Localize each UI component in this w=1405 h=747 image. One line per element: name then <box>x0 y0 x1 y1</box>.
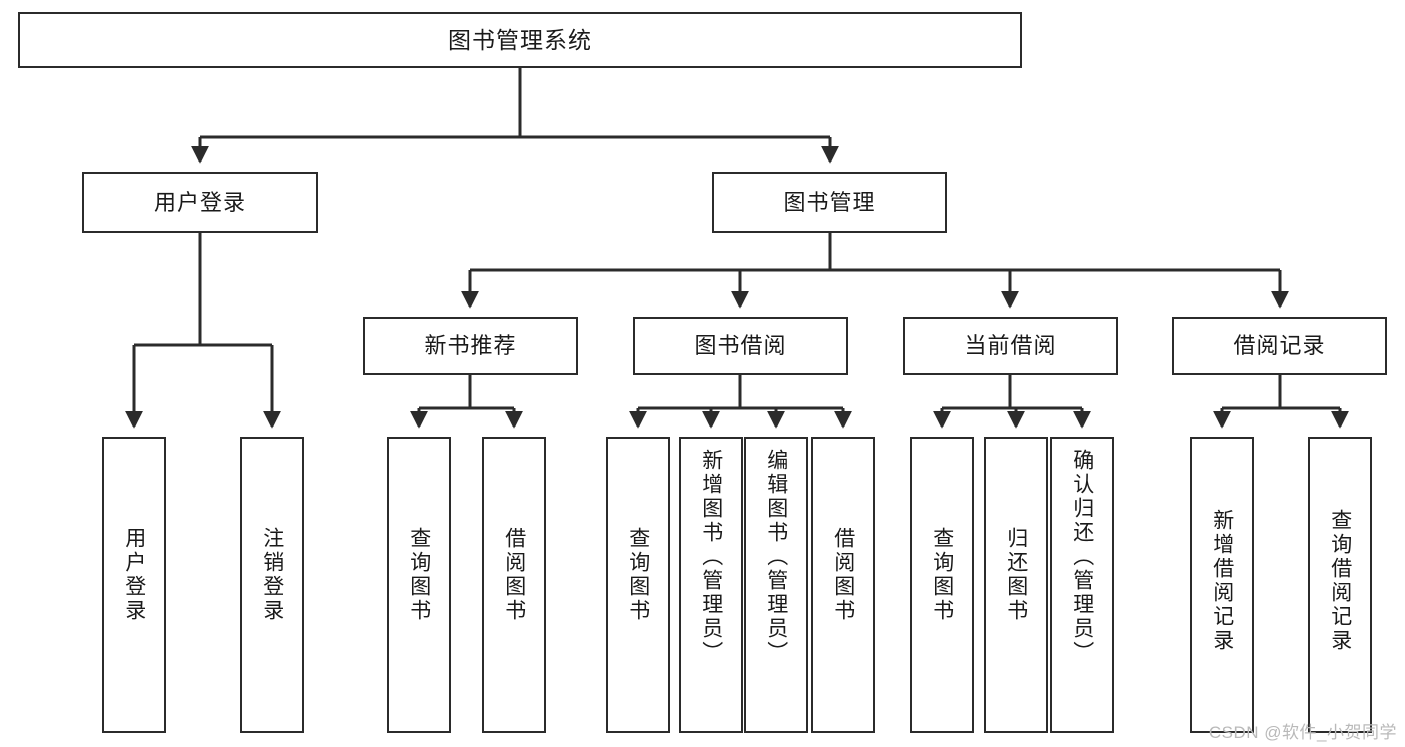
watermark: CSDN @软件_小贺同学 <box>1208 723 1397 742</box>
node-user-login[interactable]: 用户登录 <box>82 172 318 233</box>
node-current-borrow[interactable]: 当前借阅 <box>903 317 1118 375</box>
node-leaf-return-book[interactable]: 归还图书 <box>984 437 1048 733</box>
node-leaf-return-book-label: 归还图书 <box>1004 527 1028 623</box>
node-leaf-user-login-label: 用户登录 <box>122 527 146 623</box>
node-root-label: 图书管理系统 <box>448 26 592 53</box>
node-leaf-user-login[interactable]: 用户登录 <box>102 437 166 733</box>
node-leaf-edit-book-admin-label: 编辑图书（管理员） <box>764 449 788 665</box>
node-user-login-label: 用户登录 <box>153 189 246 215</box>
node-book-borrow-label: 图书借阅 <box>694 333 787 359</box>
node-leaf-query-book-1-label: 查询图书 <box>407 527 431 623</box>
node-current-borrow-label: 当前借阅 <box>964 333 1057 359</box>
node-borrow-record-label: 借阅记录 <box>1233 333 1326 359</box>
node-leaf-user-logout[interactable]: 注销登录 <box>240 437 304 733</box>
node-leaf-borrow-book-2[interactable]: 借阅图书 <box>811 437 875 733</box>
node-leaf-confirm-return-admin-label: 确认归还（管理员） <box>1070 449 1094 665</box>
node-leaf-query-book-2-label: 查询图书 <box>626 527 650 623</box>
node-leaf-add-borrow-record[interactable]: 新增借阅记录 <box>1190 437 1254 733</box>
node-leaf-query-book-3[interactable]: 查询图书 <box>910 437 974 733</box>
node-leaf-borrow-book-2-label: 借阅图书 <box>831 527 855 623</box>
node-root[interactable]: 图书管理系统 <box>18 12 1022 68</box>
node-leaf-borrow-book-1-label: 借阅图书 <box>502 527 526 623</box>
node-leaf-confirm-return-admin[interactable]: 确认归还（管理员） <box>1050 437 1114 733</box>
node-leaf-user-logout-label: 注销登录 <box>260 527 284 623</box>
node-book-borrow[interactable]: 图书借阅 <box>633 317 848 375</box>
node-leaf-edit-book-admin[interactable]: 编辑图书（管理员） <box>744 437 808 733</box>
node-borrow-record[interactable]: 借阅记录 <box>1172 317 1387 375</box>
node-new-book-recommend-label: 新书推荐 <box>424 333 517 359</box>
node-book-manage-label: 图书管理 <box>783 189 876 215</box>
node-leaf-query-book-3-label: 查询图书 <box>930 527 954 623</box>
node-leaf-borrow-book-1[interactable]: 借阅图书 <box>482 437 546 733</box>
node-book-manage[interactable]: 图书管理 <box>712 172 947 233</box>
node-leaf-add-borrow-record-label: 新增借阅记录 <box>1210 509 1234 653</box>
node-leaf-query-book-2[interactable]: 查询图书 <box>606 437 670 733</box>
node-new-book-recommend[interactable]: 新书推荐 <box>363 317 578 375</box>
node-leaf-add-book-admin[interactable]: 新增图书（管理员） <box>679 437 743 733</box>
node-leaf-query-book-1[interactable]: 查询图书 <box>387 437 451 733</box>
node-leaf-add-book-admin-label: 新增图书（管理员） <box>699 449 723 665</box>
node-leaf-query-borrow-record[interactable]: 查询借阅记录 <box>1308 437 1372 733</box>
node-leaf-query-borrow-record-label: 查询借阅记录 <box>1328 509 1352 653</box>
